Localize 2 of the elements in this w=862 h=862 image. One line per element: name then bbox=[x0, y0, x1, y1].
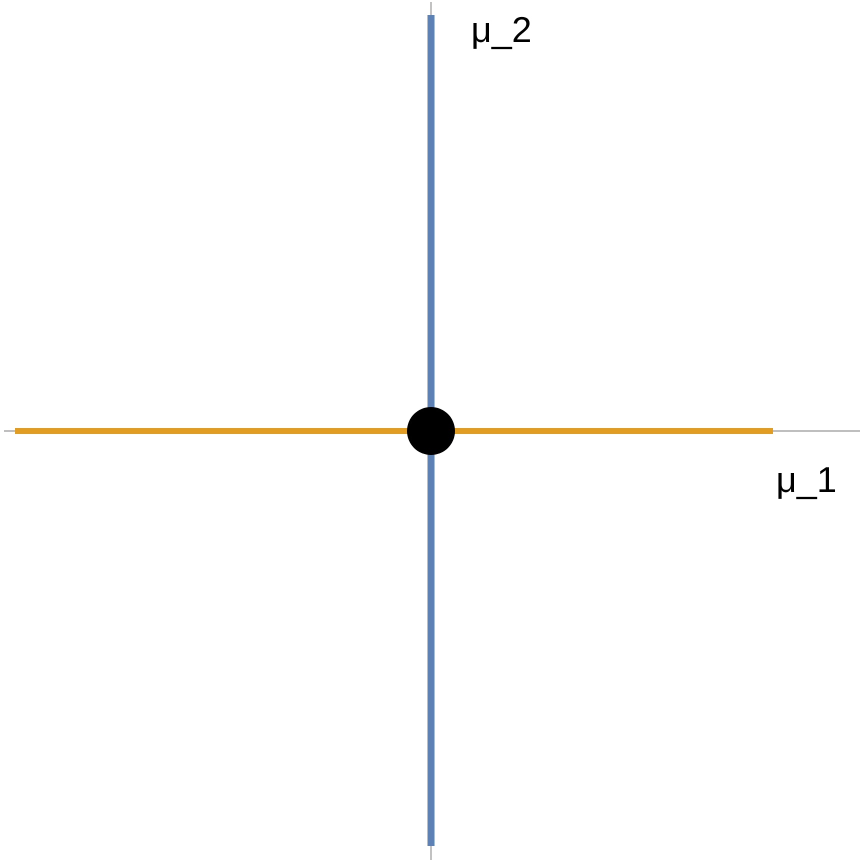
axis-label: μ_2 bbox=[471, 12, 532, 48]
axis-label: μ_1 bbox=[776, 462, 837, 498]
